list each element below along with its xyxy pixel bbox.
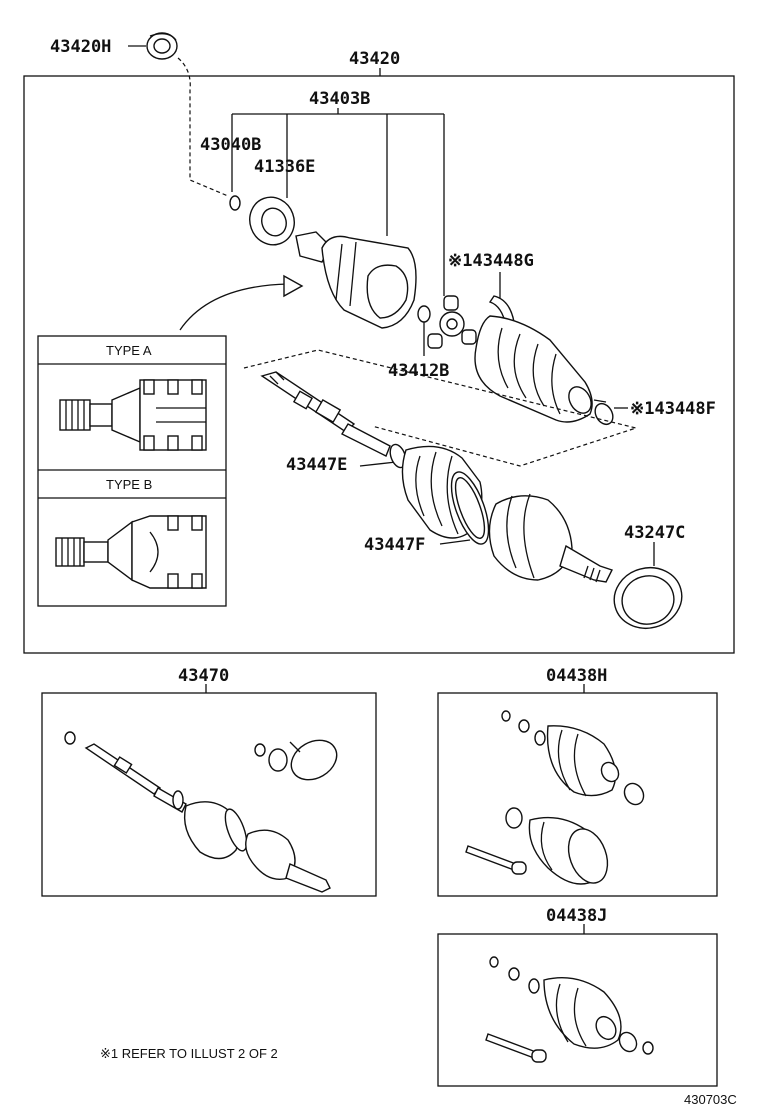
footnote: ※1 REFER TO ILLUST 2 OF 2 (100, 1046, 278, 1061)
label-43448G[interactable]: ※143448G (448, 251, 534, 271)
kit-box-04438J (437, 933, 718, 1087)
boot-clamp-43448F[interactable] (592, 399, 617, 428)
kit-04438H-parts[interactable] (465, 710, 647, 888)
tripod-joint[interactable] (427, 295, 477, 349)
type-arrow (179, 283, 289, 331)
label-43420[interactable]: 43420 (349, 49, 400, 69)
label-43447F[interactable]: 43447F (364, 535, 425, 555)
inboard-joint-housing[interactable] (295, 231, 417, 329)
inboard-boot[interactable] (474, 315, 596, 423)
label-43470[interactable]: 43470 (178, 666, 229, 686)
snap-ring-43040B[interactable] (229, 195, 241, 211)
kit-box-43470 (41, 692, 377, 897)
type-b-housing[interactable] (55, 515, 207, 589)
assembly-box-43420 (23, 75, 735, 654)
label-43040B[interactable]: 43040B (200, 135, 261, 155)
illustration-id: 430703C (684, 1092, 737, 1107)
kit-43470-parts[interactable] (64, 731, 344, 893)
label-43447E[interactable]: 43447E (286, 455, 347, 475)
label-04438H[interactable]: 04438H (546, 666, 607, 686)
seal-41336E[interactable] (243, 191, 301, 251)
label-43420H[interactable]: 43420H (50, 37, 111, 57)
kit-04438J-parts[interactable] (485, 956, 654, 1063)
label-43247C[interactable]: 43247C (624, 523, 685, 543)
snap-ring-43412B[interactable] (417, 305, 431, 323)
clamp-43447F[interactable] (444, 468, 496, 549)
type-a-housing[interactable] (59, 379, 207, 451)
type-a-label: TYPE A (106, 343, 152, 358)
dust-seal-43420H[interactable] (146, 32, 178, 60)
type-b-label: TYPE B (106, 477, 152, 492)
drive-shaft[interactable] (260, 371, 391, 457)
label-43412B[interactable]: 43412B (388, 361, 449, 381)
label-04438J[interactable]: 04438J (546, 906, 607, 926)
label-41336E[interactable]: 41336E (254, 157, 315, 177)
seal-ring-43247C[interactable] (607, 560, 688, 636)
label-43448F[interactable]: ※143448F (630, 399, 716, 419)
label-43403B[interactable]: 43403B (309, 89, 370, 109)
shaft-assembly-outline (243, 349, 639, 467)
outboard-joint[interactable] (488, 493, 613, 583)
kit-box-04438H (437, 692, 718, 897)
type-inset: TYPE A TYPE B (37, 335, 227, 607)
